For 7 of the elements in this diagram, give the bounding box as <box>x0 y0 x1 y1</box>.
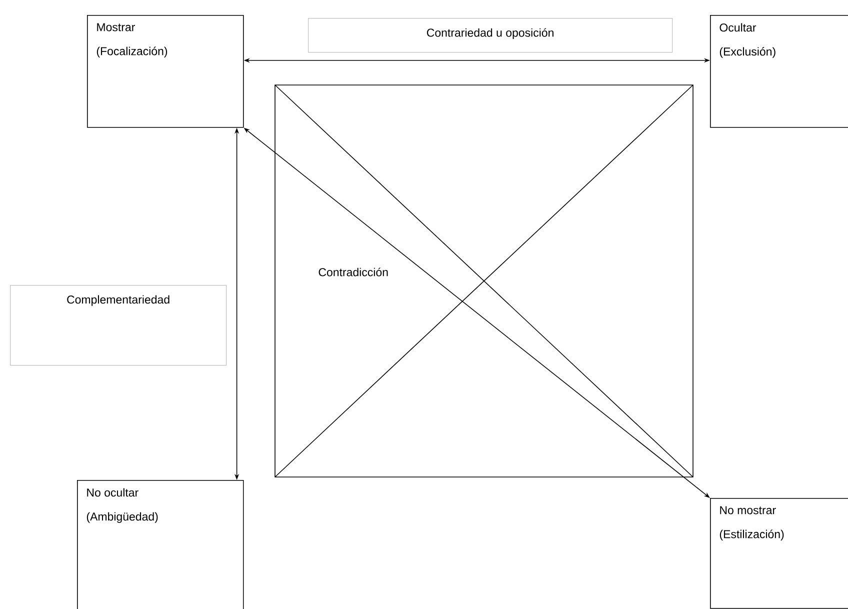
text-box: No mostrar (Estilización) <box>710 498 848 609</box>
diagonal-label: Contradicción <box>318 268 388 276</box>
label-box: Contrariedad u oposición <box>308 18 673 53</box>
text-box: Ocultar (Exclusión) <box>710 15 848 128</box>
text-box: Mostrar (Focalización) <box>87 15 244 128</box>
text-box: No ocultar (Ambigüedad) <box>77 480 244 609</box>
label-box: Complementariedad <box>10 285 227 366</box>
